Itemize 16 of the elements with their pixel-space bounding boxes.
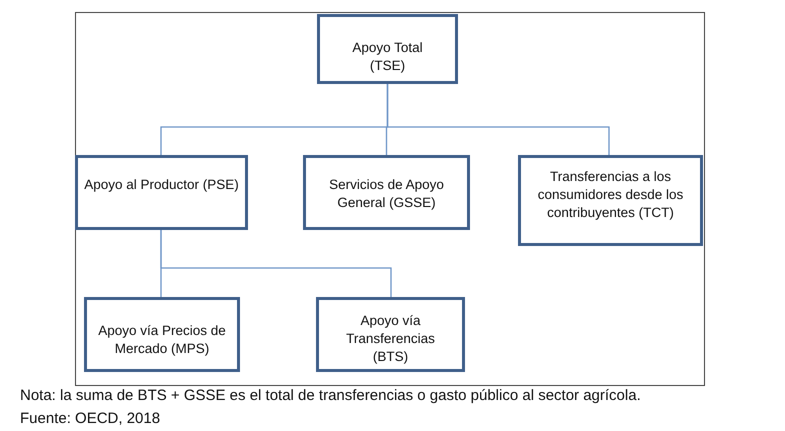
- box-label: Apoyo al Productor (PSE): [84, 176, 239, 194]
- process-box: [303, 155, 470, 230]
- box-label: Transferencias a los consumidores desde los contribuyentes (TCT): [536, 168, 684, 222]
- note-text: Nota: la suma de BTS + GSSE es el total de transferencias o gasto público al sector agrícola.: [20, 387, 641, 404]
- connector-line: [386, 84, 610, 155]
- process-box: [75, 155, 248, 230]
- process-box: [518, 155, 703, 246]
- connector-line: [160, 230, 392, 297]
- box-label: Apoyo Total (TSE): [351, 39, 424, 75]
- process-box: [317, 14, 458, 84]
- process-box: [84, 297, 240, 372]
- box-label: Apoyo vía Precios de Mercado (MPS): [97, 322, 227, 358]
- box-label: Servicios de Apoyo General (GSSE): [328, 176, 445, 212]
- process-box: [316, 297, 465, 372]
- box-label: Apoyo vía Transferencias (BTS): [345, 312, 436, 366]
- note-text: Fuente: OECD, 2018: [20, 410, 160, 427]
